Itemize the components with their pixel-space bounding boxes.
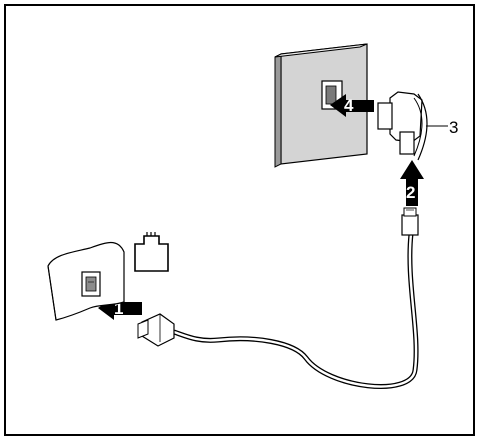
adapter: 3 (377, 91, 458, 161)
phone-jack-symbol-icon (134, 232, 169, 272)
phone-cable (173, 233, 419, 389)
step-4-arrow: 4 (330, 94, 374, 117)
diagram-frame: 4 3 2 1 (4, 4, 475, 436)
rj-plug-upper (401, 207, 419, 236)
device-port (47, 241, 125, 321)
step-2-label: 2 (406, 183, 415, 202)
step-4-label: 4 (344, 96, 354, 115)
step-3-label: 3 (449, 118, 458, 137)
rj-plug-lower (137, 313, 175, 347)
connection-diagram: 4 3 2 1 (47, 43, 458, 389)
wall-socket (274, 43, 368, 168)
step-1-label: 1 (114, 299, 123, 318)
step-2-arrow: 2 (400, 160, 424, 206)
